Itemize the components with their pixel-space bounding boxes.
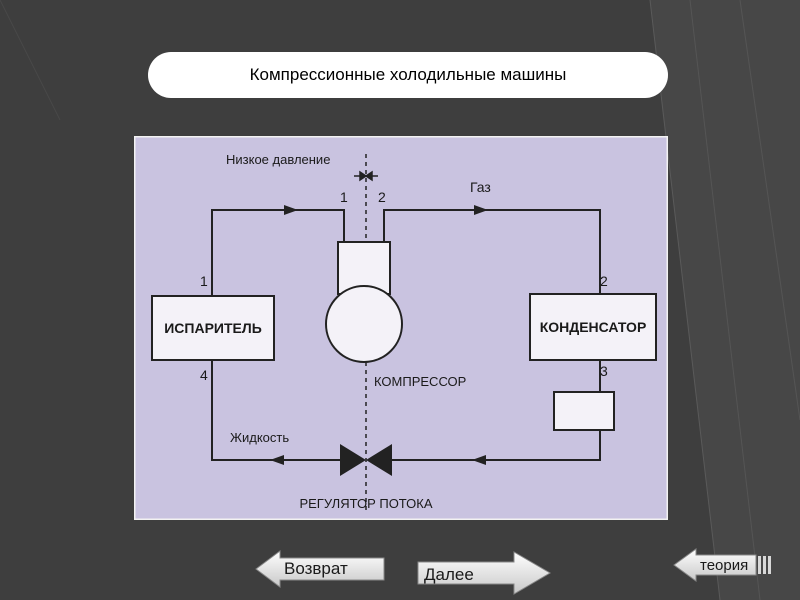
evaporator-label: ИСПАРИТЕЛЬ — [164, 320, 262, 336]
point-2-top-label: 2 — [378, 189, 386, 205]
condenser-box — [529, 293, 657, 361]
theory-button-label: теория — [700, 557, 749, 574]
next-button[interactable]: Далее — [416, 550, 552, 596]
liquid-label: Жидкость — [230, 430, 289, 445]
back-button-label: Возврат — [284, 559, 348, 578]
flow-regulator-label: РЕГУЛЯТОР ПОТОКА — [299, 496, 432, 511]
back-button[interactable]: Возврат — [254, 549, 386, 589]
compressor-label: КОМПРЕССОР — [374, 374, 466, 389]
flow-arrow-bottom-right — [472, 455, 486, 465]
compressor-body — [325, 285, 403, 363]
point-1-left-label: 1 — [200, 273, 208, 289]
pipe-loop — [211, 209, 601, 461]
next-button-label: Далее — [424, 565, 474, 584]
evaporator-box — [151, 295, 275, 361]
low-pressure-arrows — [354, 170, 378, 182]
page-title: Компрессионные холодильные машины — [148, 52, 668, 98]
point-1-top-label: 1 — [340, 189, 348, 205]
flow-arrow-top-right — [474, 205, 488, 215]
flow-arrow-top-left — [284, 205, 298, 215]
point-2-right-label: 2 — [600, 273, 608, 289]
right-arrow-icon — [417, 551, 551, 595]
gas-label: Газ — [470, 179, 491, 195]
refrigeration-diagram: Низкое давление 1 2 Газ 1 4 2 3 ИСПАРИТЕ… — [134, 136, 668, 520]
low-pressure-label: Низкое давление — [226, 152, 330, 167]
condenser-label: КОНДЕНСАТОР — [540, 319, 647, 335]
left-arrow-icon — [255, 550, 385, 588]
theory-button[interactable]: теория — [672, 548, 772, 582]
point-3-right-label: 3 — [600, 363, 608, 379]
flow-regulator-valve — [340, 444, 392, 476]
page-title-text: Компрессионные холодильные машины — [249, 65, 567, 84]
point-4-left-label: 4 — [200, 367, 208, 383]
receiver-box — [553, 391, 615, 431]
flow-arrow-bottom-left — [270, 455, 284, 465]
left-arrow-icon — [673, 548, 771, 582]
